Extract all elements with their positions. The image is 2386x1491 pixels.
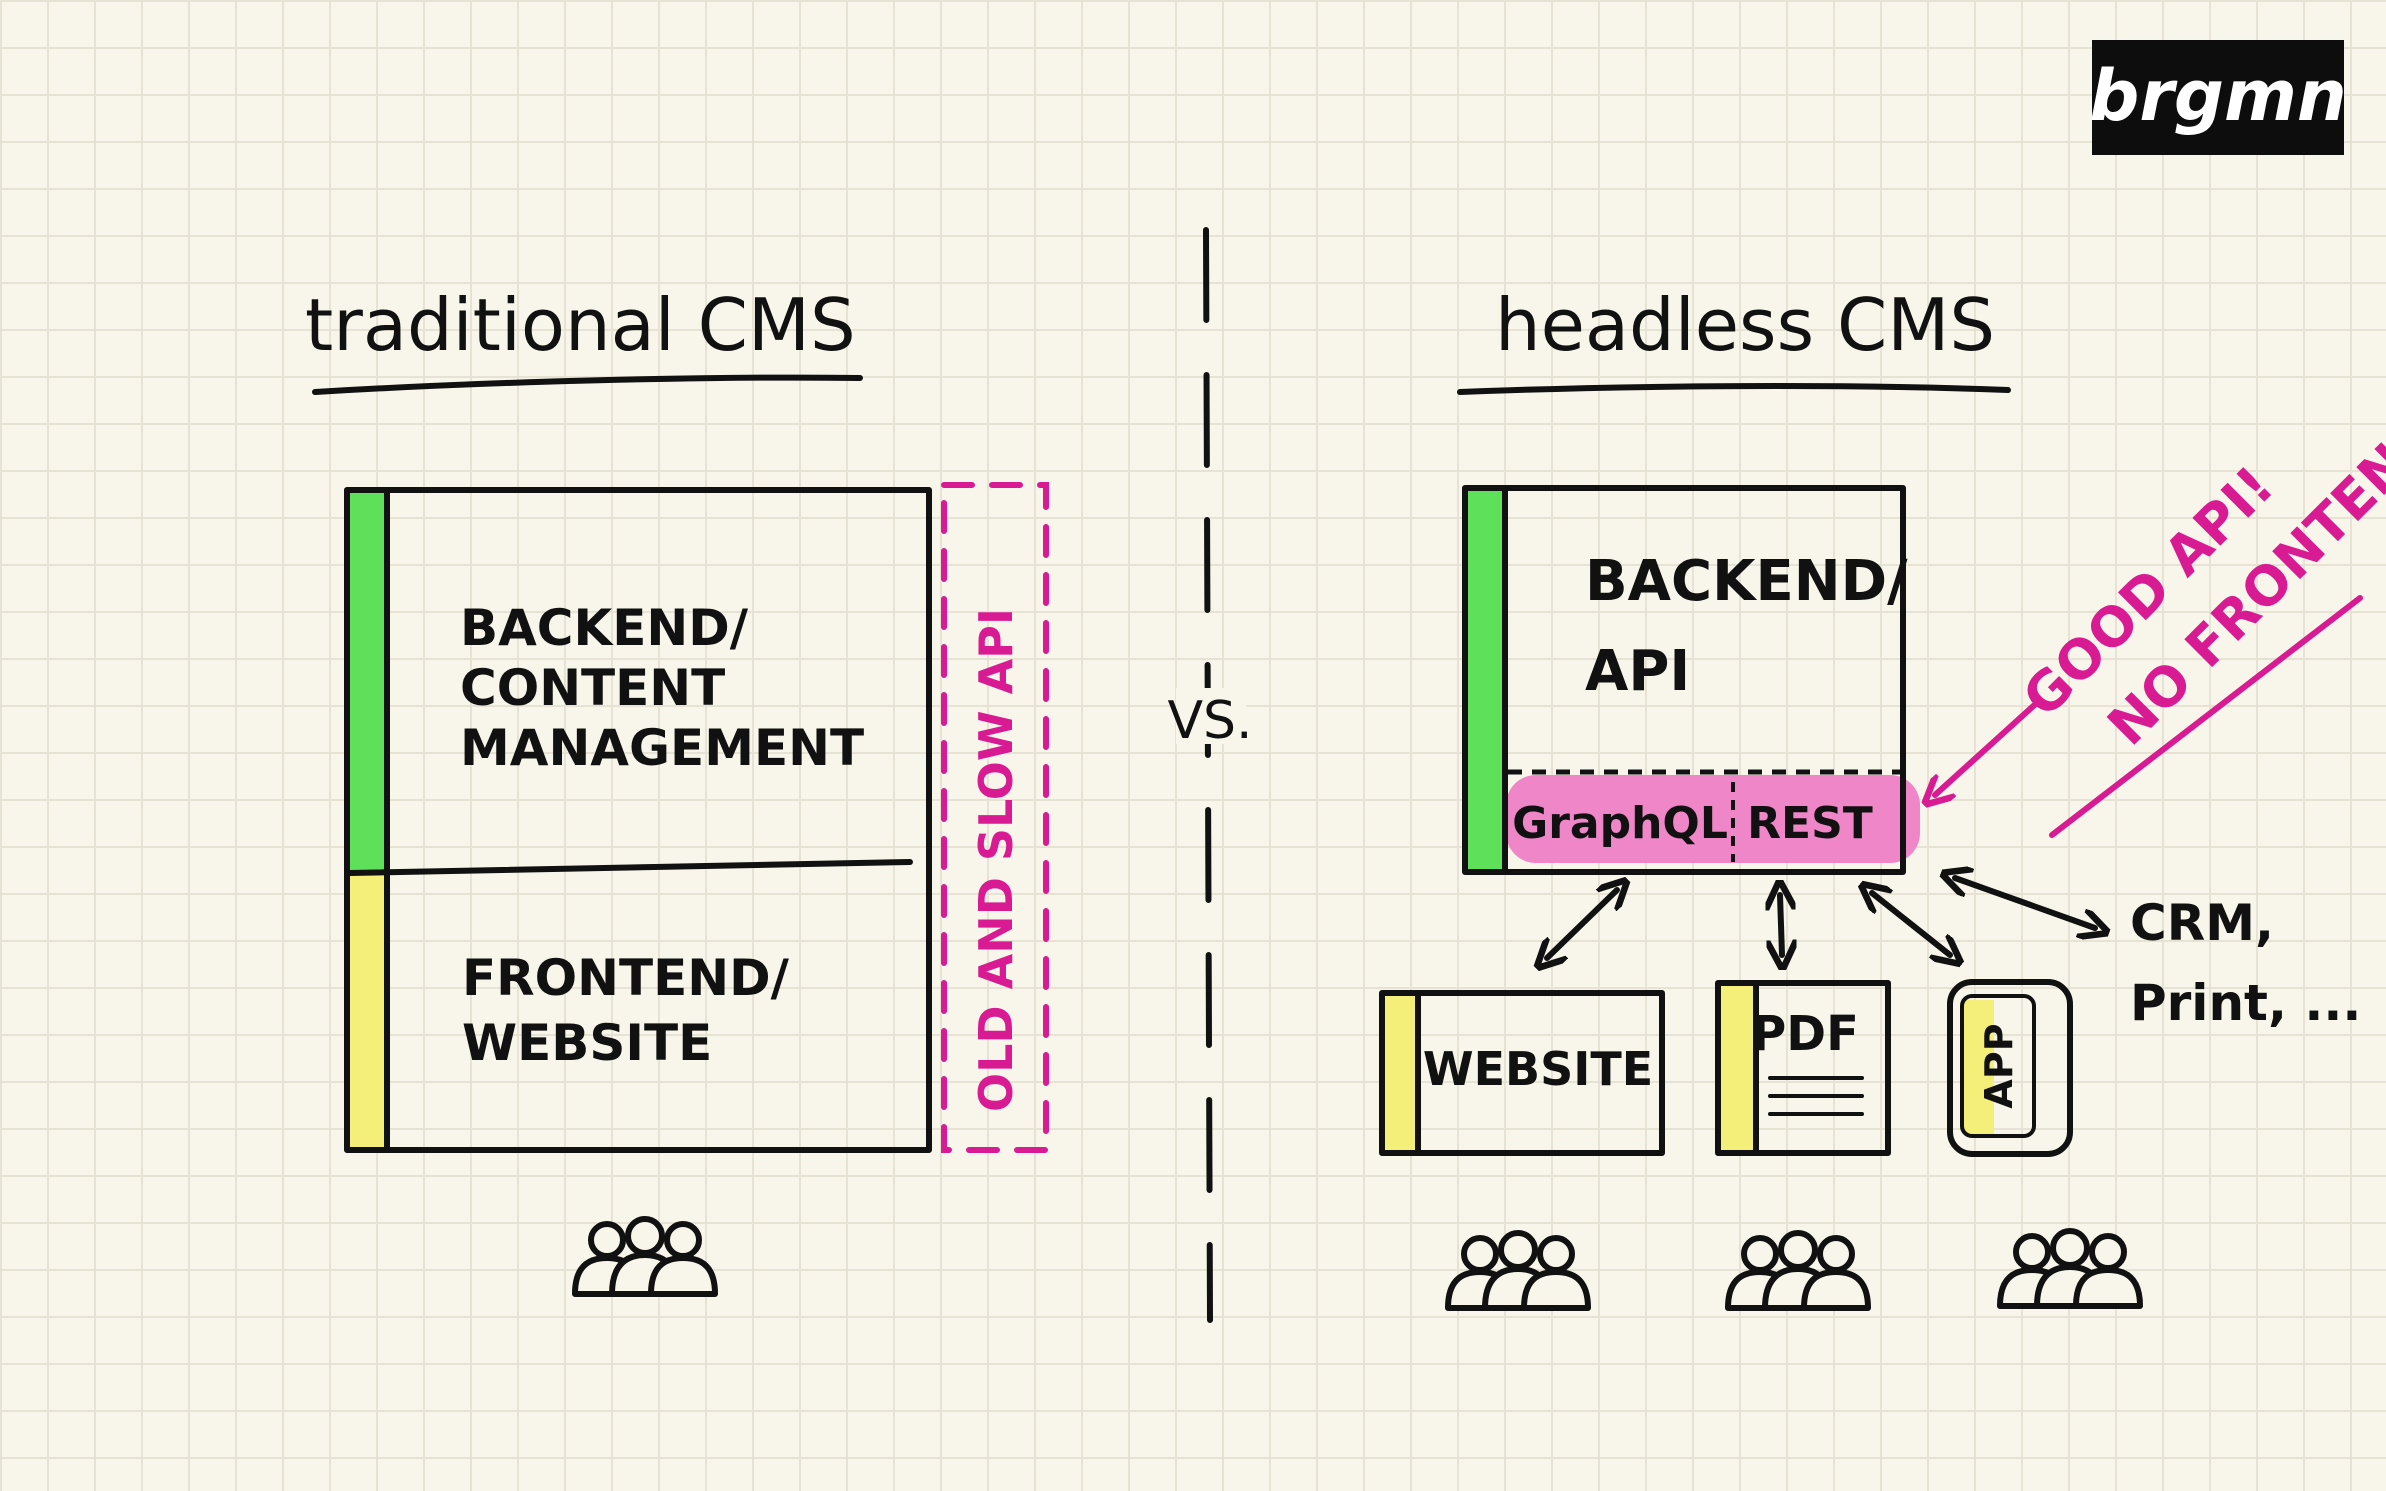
brgmn-logo: brgmn (2089, 40, 2347, 155)
headless-cms-section: headless CMS BACKEND/ API GraphQL REST G… (1379, 283, 2386, 1308)
website-channel-label: WEBSITE (1423, 1042, 1653, 1096)
good-api-note: GOOD API! NO FRONTEND! (2011, 326, 2386, 786)
arrow-pdf (1780, 895, 1782, 955)
arrow-app (1872, 893, 1950, 955)
arrow-other (1955, 878, 2095, 928)
graphql-label: GraphQL (1512, 798, 1728, 849)
note-underline (2049, 595, 2363, 838)
traditional-box (344, 487, 932, 1153)
users-icon (1728, 1233, 1868, 1308)
arrow-website (1547, 890, 1617, 958)
users-icon (575, 1219, 715, 1294)
old-api-label: OLD AND SLOW API (969, 608, 1023, 1112)
vs-label: VS. (1167, 691, 1252, 751)
traditional-cms-section: traditional CMS BACKEND/ CONTENT MANAGEM… (305, 283, 1049, 1294)
traditional-backend-label: BACKEND/ CONTENT MANAGEMENT (460, 599, 864, 777)
pdf-channel-box (1715, 980, 1891, 1156)
headless-backend-label: BACKEND/ API (1585, 549, 1927, 704)
other-channels-label: CRM, Print, ... (2130, 894, 2361, 1032)
backend-accent (350, 490, 384, 875)
traditional-split-line (347, 859, 913, 876)
frontend-accent (350, 875, 384, 1150)
traditional-title: traditional CMS (305, 283, 856, 367)
website-channel-box (1379, 990, 1665, 1156)
old-api-dashed-box (941, 482, 1049, 1153)
rest-label: REST (1747, 798, 1873, 849)
center-divider: VS. (1167, 227, 1253, 1323)
app-channel-device (1947, 979, 2073, 1157)
note-arrow (1935, 697, 2043, 795)
pdf-channel-label: PDF (1751, 1006, 1859, 1062)
traditional-frontend-label: FRONTEND/ WEBSITE (462, 949, 806, 1072)
traditional-title-underline (312, 374, 863, 395)
svg-text:brgmn: brgmn (2089, 55, 2347, 137)
headless-backend-accent (1468, 488, 1502, 873)
users-icon (1448, 1233, 1588, 1308)
headless-box (1462, 485, 1906, 875)
headless-title-underline (1457, 383, 2011, 395)
users-icon (2000, 1231, 2140, 1306)
api-highlight (1506, 775, 1920, 863)
headless-title: headless CMS (1495, 283, 1995, 367)
app-channel-label: APP (1977, 1023, 2021, 1108)
